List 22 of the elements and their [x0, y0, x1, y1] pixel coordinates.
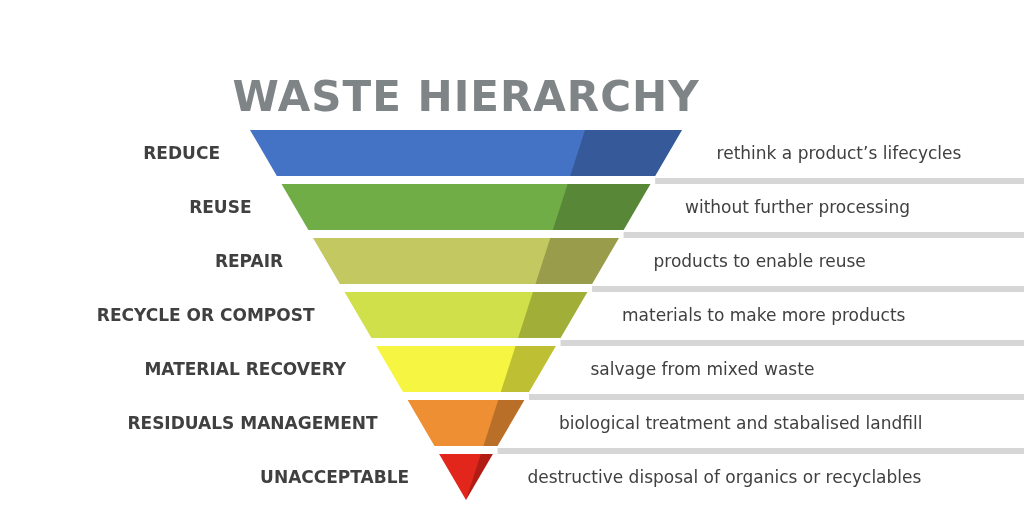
- hierarchy-band: [313, 238, 619, 284]
- level-label: UNACCEPTABLE: [260, 467, 410, 487]
- hierarchy-band: [250, 130, 682, 176]
- hierarchy-band: [344, 292, 588, 338]
- level-label: REPAIR: [214, 251, 284, 271]
- hierarchy-band: [439, 454, 493, 500]
- level-label: REDUCE: [143, 143, 220, 163]
- level-description: rethink a product’s lifecycles: [716, 143, 962, 163]
- diagram-title: WASTE HIERARCHY: [231, 72, 701, 121]
- level-label: REUSE: [189, 197, 252, 217]
- level-label: RESIDUALS MANAGEMENT: [127, 413, 378, 433]
- hierarchy-band: [281, 184, 651, 230]
- level-description: biological treatment and stabalised landfill: [558, 413, 923, 433]
- level-description: destructive disposal of organics or recyclables: [527, 467, 922, 487]
- hierarchy-band: [407, 400, 525, 446]
- level-description: products to enable reuse: [653, 251, 866, 271]
- level-label: RECYCLE OR COMPOST: [96, 305, 315, 325]
- level-description: materials to make more products: [622, 305, 906, 325]
- level-description: salvage from mixed waste: [590, 359, 815, 379]
- level-description: without further processing: [685, 197, 910, 217]
- level-label: MATERIAL RECOVERY: [144, 359, 347, 379]
- hierarchy-band: [376, 346, 556, 392]
